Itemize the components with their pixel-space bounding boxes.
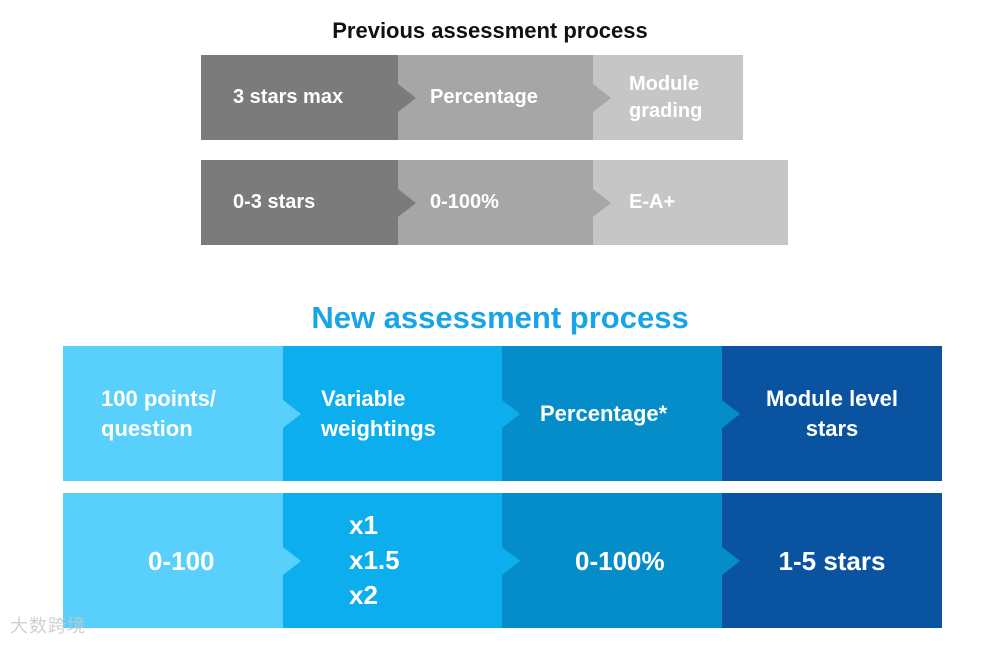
chevron-right-icon: [398, 83, 416, 112]
new-value-percentage: 0-100%: [502, 493, 740, 628]
prev-header-stars-label: 3 stars max: [233, 86, 344, 108]
prev-value-stars: 0-3 stars: [201, 160, 416, 245]
new-value-row: 0-100 x1 x1.5 x2 0-100% 1-5 stars: [63, 493, 942, 628]
previous-header-row: 3 stars max Percentage Module grading: [201, 55, 788, 140]
new-header-row: 100 points/ question Variable weightings…: [63, 346, 942, 481]
chevron-right-icon: [283, 399, 301, 428]
prev-header-module-label: Module grading: [629, 72, 703, 122]
new-header-weightings-label: Variable weightings: [321, 385, 436, 441]
chevron-right-icon: [722, 546, 740, 575]
previous-process-title: Previous assessment process: [332, 18, 648, 43]
new-header-percentage-label: Percentage*: [540, 400, 668, 426]
prev-value-percentage-label: 0-100%: [430, 191, 499, 213]
prev-header-module: Module grading: [593, 55, 743, 140]
chevron-right-icon: [593, 83, 611, 112]
chevron-right-icon: [593, 188, 611, 217]
prev-value-stars-label: 0-3 stars: [233, 191, 316, 213]
new-value-points-label: 0-100: [148, 545, 215, 576]
prev-value-grade: E-A+: [593, 160, 788, 245]
weighting-x2: x2: [349, 580, 378, 610]
weighting-list: x1 x1.5 x2: [349, 508, 400, 613]
weighting-x1-5: x1.5: [349, 545, 400, 575]
new-value-module-stars-label: 1-5 stars: [778, 545, 886, 576]
new-header-percentage: Percentage*: [502, 346, 740, 481]
new-header-points: 100 points/ question: [63, 346, 301, 481]
chevron-right-icon: [722, 399, 740, 428]
new-value-points: 0-100: [63, 493, 301, 628]
chevron-right-icon: [502, 399, 520, 428]
chevron-right-icon: [398, 188, 416, 217]
new-header-points-label: 100 points/ question: [101, 385, 216, 441]
previous-value-row: 0-3 stars 0-100% E-A+: [201, 160, 788, 245]
new-header-module-stars: Module level stars: [722, 346, 942, 481]
watermark: 大数跨境: [10, 616, 86, 636]
prev-header-stars: 3 stars max: [201, 55, 416, 140]
weighting-x1: x1: [349, 510, 378, 540]
prev-value-grade-label: E-A+: [629, 191, 676, 213]
chevron-right-icon: [283, 546, 301, 575]
new-value-module-stars: 1-5 stars: [722, 493, 942, 628]
chevron-right-icon: [502, 546, 520, 575]
new-header-weightings: Variable weightings: [283, 346, 520, 481]
new-header-module-stars-label: Module level stars: [765, 385, 899, 441]
new-value-percentage-label: 0-100%: [575, 545, 665, 576]
prev-header-percentage-label: Percentage: [430, 86, 538, 108]
new-value-weightings: x1 x1.5 x2: [283, 493, 520, 628]
prev-value-percentage: 0-100%: [398, 160, 611, 245]
prev-header-percentage: Percentage: [398, 55, 611, 140]
new-process-title: New assessment process: [311, 300, 689, 335]
